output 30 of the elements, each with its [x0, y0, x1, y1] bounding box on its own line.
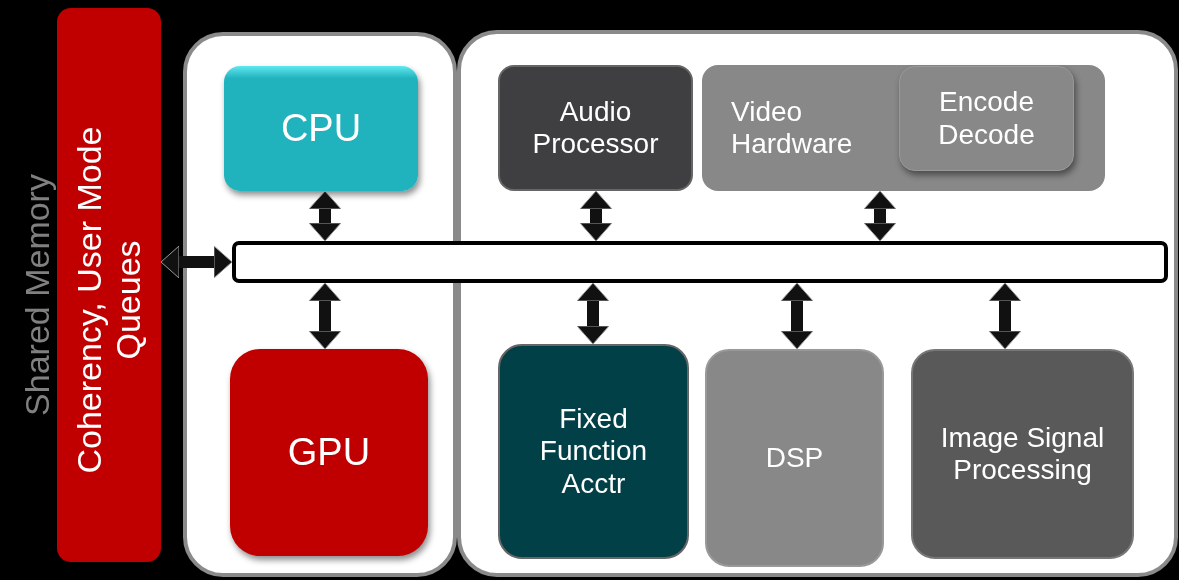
component-box: [705, 349, 884, 567]
component-box: [230, 349, 428, 556]
double-arrow: [780, 282, 814, 350]
box-label: Audio Processor: [531, 95, 660, 161]
double-arrow: [579, 190, 613, 242]
bus-bar: [232, 241, 1168, 283]
component-box: [899, 66, 1074, 171]
double-arrow: [988, 282, 1022, 350]
component-box: [498, 65, 693, 191]
double-arrow: [160, 245, 233, 279]
box-label: DSP: [765, 441, 824, 475]
group-panel: [457, 30, 1178, 577]
box-label: Fixed Function Acctr: [538, 403, 649, 500]
box-label: Coherency, User Mode Queues: [69, 125, 148, 476]
group-panel: [183, 32, 457, 577]
box-label: GPU: [287, 430, 371, 475]
double-arrow: [576, 282, 610, 345]
double-arrow: [308, 282, 342, 350]
component-box: [911, 349, 1134, 559]
side-caption: Shared Memory: [17, 173, 57, 418]
side-bar: [57, 8, 161, 562]
box-label: Encode Decode: [937, 86, 1036, 151]
component-box: [702, 65, 1105, 191]
component-box: [498, 344, 689, 559]
box-label: Video Hardware: [731, 95, 854, 161]
box-label: Image Signal Processing: [939, 421, 1106, 487]
double-arrow: [308, 190, 342, 242]
double-arrow: [863, 190, 897, 242]
component-box: [224, 66, 418, 191]
box-label: CPU: [280, 106, 362, 151]
